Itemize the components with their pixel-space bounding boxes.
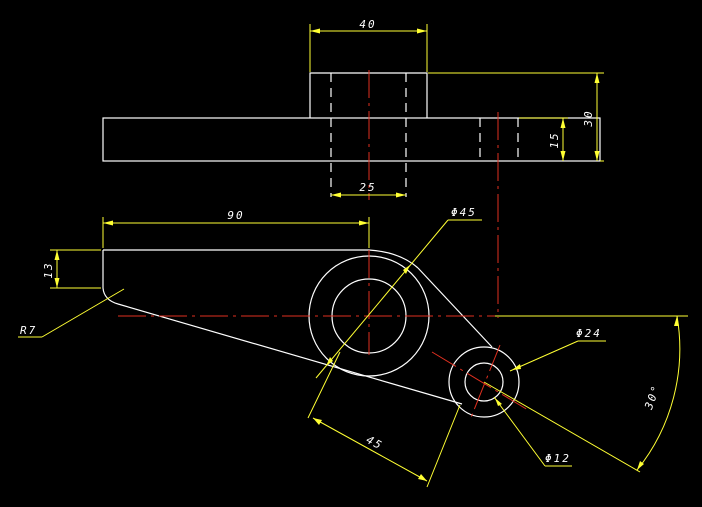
arm-upper-edge [417,267,493,348]
boss-tangent-arc [368,249,419,269]
front-view [102,70,601,318]
lug-outer-circle [448,346,520,418]
lug-inner-circle [464,362,504,402]
dim-angle: 30° [642,382,663,412]
plan-view [102,249,560,421]
plate-outline [102,117,601,162]
dimensions: 40 30 15 25 90 13 R7 [18,18,688,488]
dim-center-distance: 45 [364,433,385,453]
center-line-small-2 [469,344,501,421]
dim-top-width: 40 [359,18,376,31]
fillet-r7 [102,287,119,305]
arm-lower-edge [117,303,463,405]
dim-dia-24: Φ24 [576,327,602,340]
dim-dia-45: Φ45 [451,206,477,219]
dim-plate-height: 15 [548,131,561,148]
dim-total-height: 30 [582,109,595,127]
dim-radius-r7: R7 [20,324,37,337]
center-line-small-1 [431,351,529,411]
dim-bore-width: 25 [359,181,376,194]
dim-length-90: 90 [227,209,244,222]
dim-height-13: 13 [42,261,55,278]
dim-dia-12: Φ12 [545,452,571,465]
